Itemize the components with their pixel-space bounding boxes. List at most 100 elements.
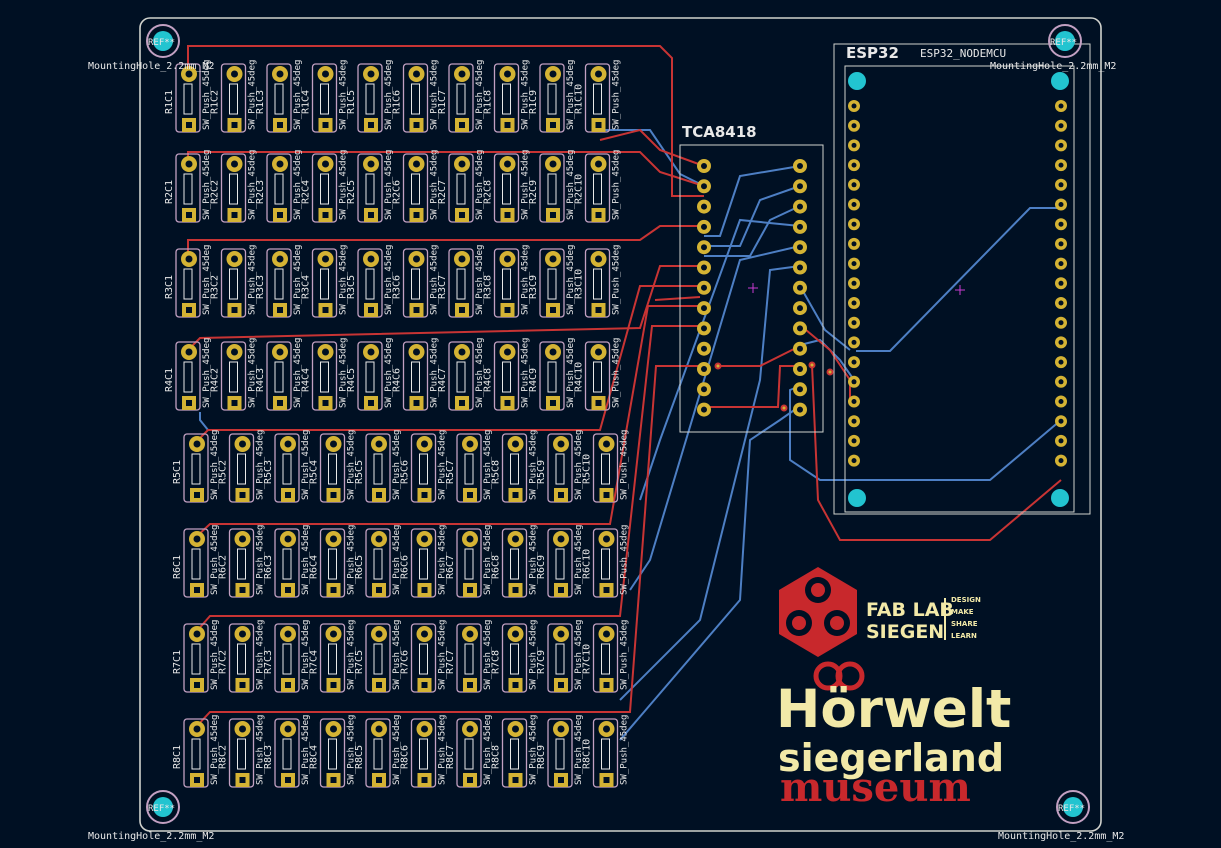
switch-r4c6: R4C6 SW_Push_45deg <box>392 338 440 411</box>
switch-r8c3: R8C3 SW_Push_45deg <box>263 715 311 788</box>
switch-ref-label: R6C5 <box>354 555 365 579</box>
switch-ref-label: R4C1 <box>164 368 175 392</box>
mounting-hole-top-right: REF** MountingHole_2.2mm_M2 <box>990 24 1116 72</box>
switch-value-label: SW_Push_45deg <box>347 430 357 500</box>
switch-value-label: SW_Push_45deg <box>430 338 440 408</box>
switch-ref-label: R2C2 <box>210 180 221 204</box>
switch-value-label: SW_Push_45deg <box>438 430 448 500</box>
switch-ref-label: R4C10 <box>574 362 585 392</box>
esp32-value: ESP32_NODEMCU <box>920 47 1006 60</box>
switch-ref-label: R3C4 <box>301 275 312 299</box>
mounting-hole-label: MountingHole_2.2mm_M2 <box>88 831 214 842</box>
switch-value-label: SW_Push_45deg <box>339 245 349 315</box>
switch-value-label: SW_Push_45deg <box>256 715 266 785</box>
switch-value-label: SW_Push_45deg <box>301 620 311 690</box>
fablab-side-4: LEARN <box>951 632 977 640</box>
switch-value-label: SW_Push_45deg <box>301 715 311 785</box>
switch-ref-label: R3C7 <box>437 275 448 299</box>
switch-ref-label: R7C2 <box>218 650 229 674</box>
switch-ref-label: R6C3 <box>263 555 274 579</box>
switch-ref-label: R8C3 <box>263 745 274 769</box>
switch-value-label: SW_Push_45deg <box>384 245 394 315</box>
switch-value-label: SW_Push_45deg <box>566 245 576 315</box>
switch-value-label: SW_Push_45deg <box>521 245 531 315</box>
switch-value-label: SW_Push_45deg <box>347 620 357 690</box>
switch-r1c7: R1C7 SW_Push_45deg <box>437 60 485 133</box>
switch-value-label: SW_Push_45deg <box>521 150 531 220</box>
switch-ref-label: R5C1 <box>172 460 183 484</box>
switch-ref-label: R2C5 <box>346 180 357 204</box>
switch-value-label: SW_Push_45deg <box>293 150 303 220</box>
switch-value-label: SW_Push_45deg <box>574 620 584 690</box>
switch-ref-label: R1C2 <box>210 90 221 114</box>
switch-value-label: SW_Push_45deg <box>475 60 485 130</box>
switch-value-label: SW_Push_45deg <box>483 525 493 595</box>
esp32-pins <box>848 100 1067 467</box>
via <box>826 368 834 376</box>
mounting-hole-label: MountingHole_2.2mm_M2 <box>990 61 1116 72</box>
switch-value-label: SW_Push_45deg <box>392 525 402 595</box>
switch-ref-label: R4C6 <box>392 368 403 392</box>
switch-value-label: SW_Push_45deg <box>475 338 485 408</box>
switch-value-label: SW_Push_45deg <box>384 60 394 130</box>
front-trace <box>187 225 704 259</box>
switch-ref-label: R8C7 <box>445 745 456 769</box>
switch-ref-label: R5C9 <box>536 460 547 484</box>
switch-r7c1: R7C1 SW_Push_45deg <box>172 620 220 693</box>
switch-ref-label: R1C7 <box>437 90 448 114</box>
switch-ref-label: R2C4 <box>301 180 312 204</box>
switch-value-label: SW_Push_45deg <box>612 60 622 130</box>
via <box>808 361 816 369</box>
switch-ref-label: R4C7 <box>437 368 448 392</box>
switch-value-label: SW_Push_45deg <box>248 245 258 315</box>
mounting-hole-label: MountingHole_2.2mm_M2 <box>88 61 214 72</box>
front-trace <box>195 305 704 538</box>
via <box>714 362 722 370</box>
switch-value-label: SW_Push_45deg <box>210 620 220 690</box>
switch-ref-label: R6C7 <box>445 555 456 579</box>
switch-ref-label: R8C4 <box>309 745 320 769</box>
switch-value-label: SW_Push_45deg <box>293 245 303 315</box>
mounting-hole-bottom-left: REF** MountingHole_2.2mm_M2 <box>88 790 214 842</box>
switch-r6c7: R6C7 SW_Push_45deg <box>445 525 493 598</box>
fablab-logo: FAB LAB SIEGEN DESIGN MAKE SHARE LEARN <box>779 567 981 657</box>
front-trace <box>654 296 701 301</box>
switch-value-label: SW_Push_45deg <box>620 430 630 500</box>
switch-value-label: SW_Push_45deg <box>529 715 539 785</box>
fablab-emblem <box>779 567 857 657</box>
switch-ref-label: R2C1 <box>164 180 175 204</box>
switch-ref-label: R1C4 <box>301 90 312 114</box>
switch-value-label: SW_Push_45deg <box>347 715 357 785</box>
switch-ref-label: R7C6 <box>400 650 411 674</box>
tca8418-module: TCA8418 <box>679 123 824 433</box>
switch-ref-label: R7C8 <box>491 650 502 674</box>
switch-ref-label: R1C1 <box>164 90 175 114</box>
switch-ref-label: R7C1 <box>172 650 183 674</box>
switch-ref-label: R3C2 <box>210 275 221 299</box>
switch-value-label: SW_Push_45deg <box>301 525 311 595</box>
switch-r4c7: R4C7 SW_Push_45deg <box>437 338 485 411</box>
